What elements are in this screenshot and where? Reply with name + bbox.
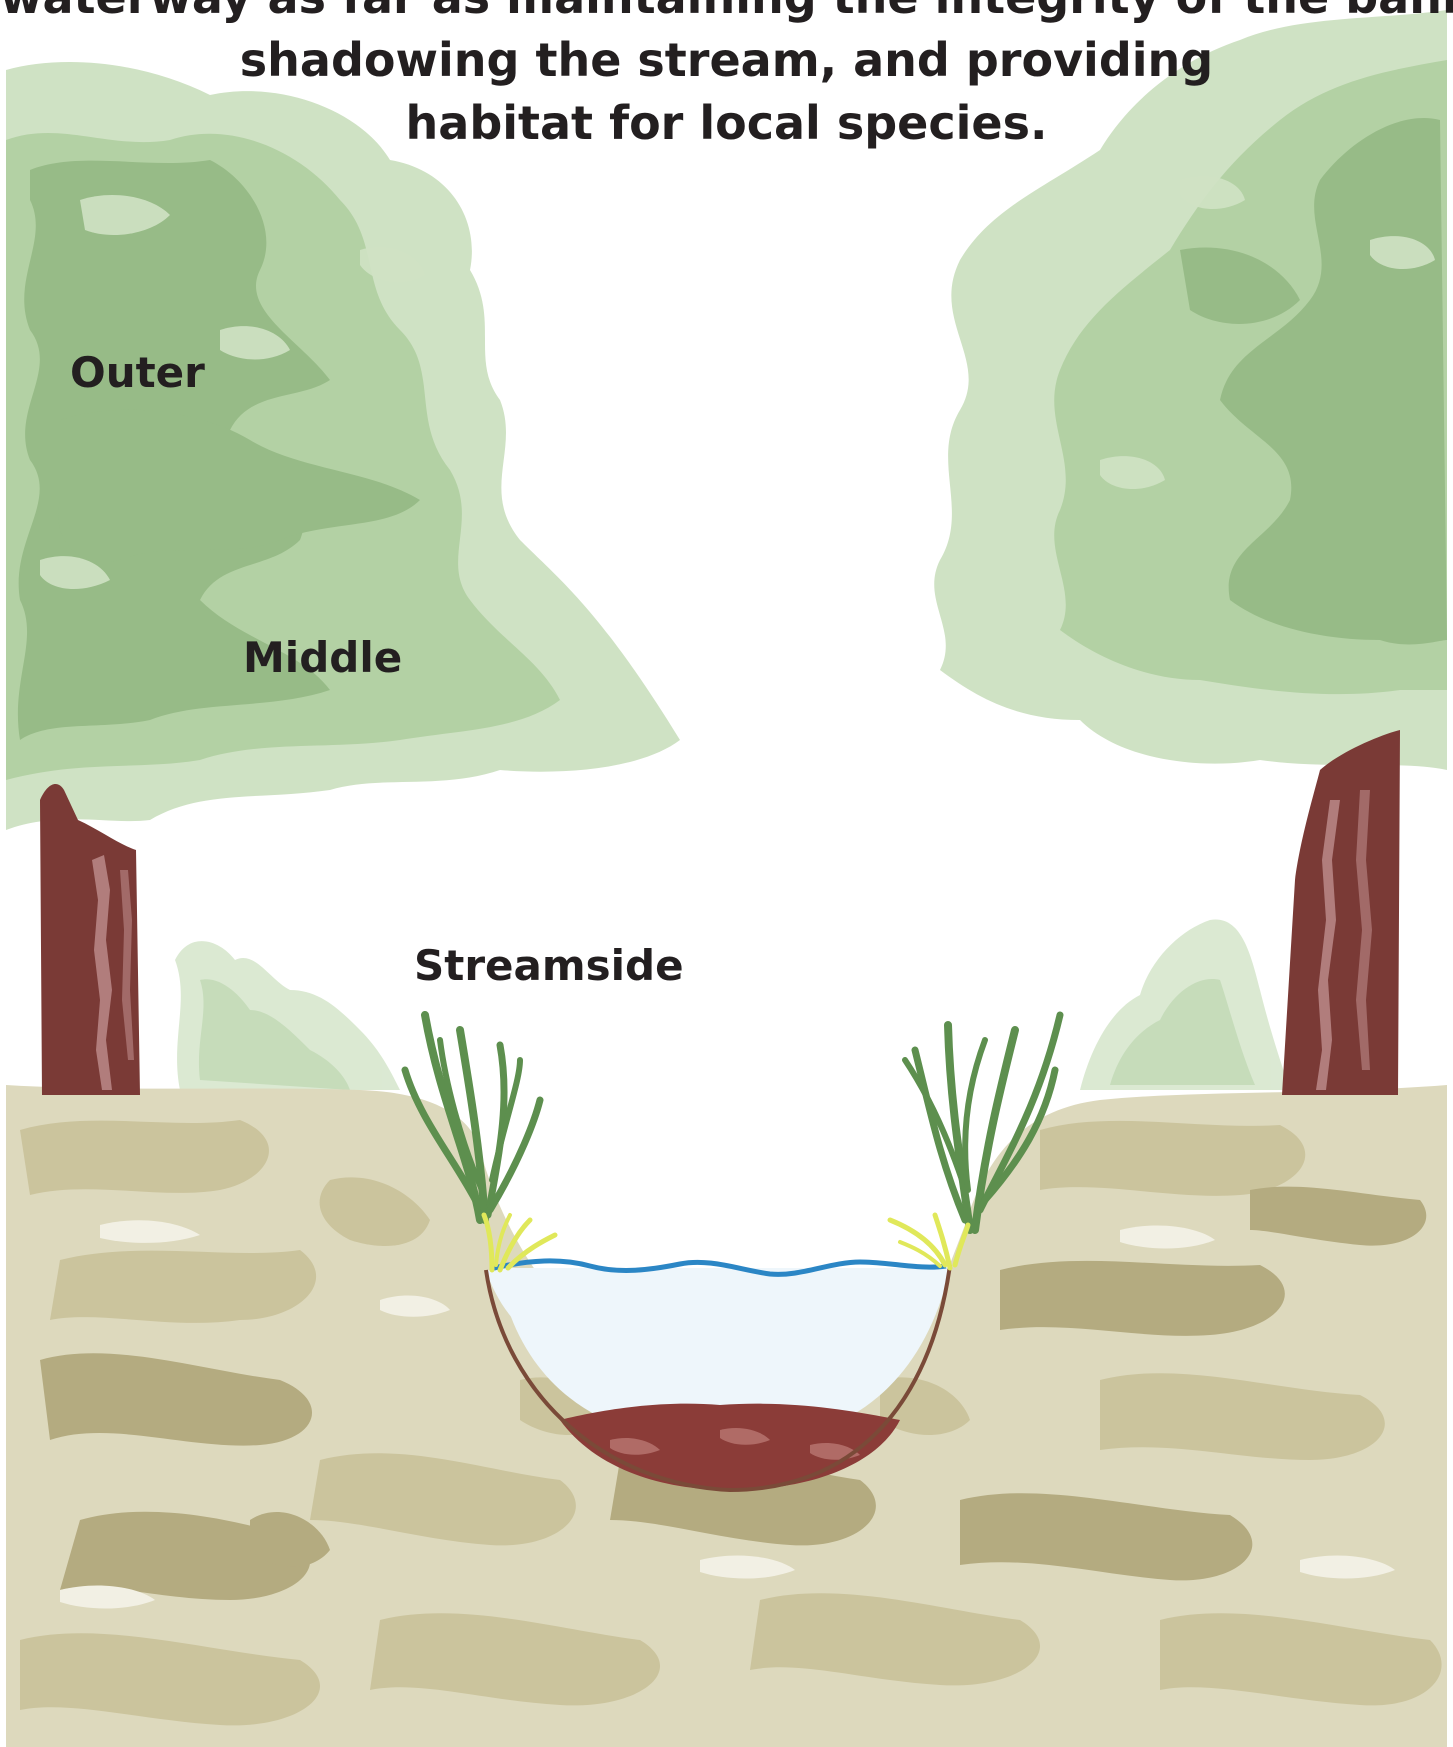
zone-label-outer: Outer — [70, 348, 205, 397]
zone-label-streamside: Streamside — [414, 941, 684, 990]
left-tree-canopy — [6, 62, 680, 830]
right-shrub — [1080, 920, 1290, 1090]
caption-line-1: waterway as far as maintaining the integ… — [0, 0, 1453, 29]
caption-line-3: habitat for local species. — [0, 92, 1453, 155]
caption-line-2: shadowing the stream, and providing — [0, 29, 1453, 92]
zone-label-middle: Middle — [243, 633, 402, 682]
caption: waterway as far as maintaining the integ… — [0, 0, 1453, 155]
left-tree-trunk — [40, 784, 140, 1095]
right-tree-trunk — [1282, 730, 1400, 1095]
left-shrub — [175, 941, 400, 1090]
